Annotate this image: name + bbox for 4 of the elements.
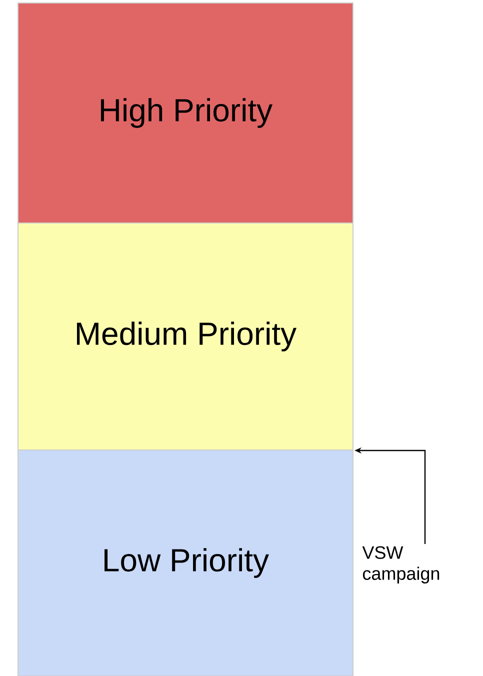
- priority-band: High Priority: [18, 2, 354, 224]
- priority-band: Low Priority: [18, 450, 354, 676]
- note-text: VSW campaign: [362, 546, 440, 584]
- priority-band: Medium Priority: [18, 222, 354, 450]
